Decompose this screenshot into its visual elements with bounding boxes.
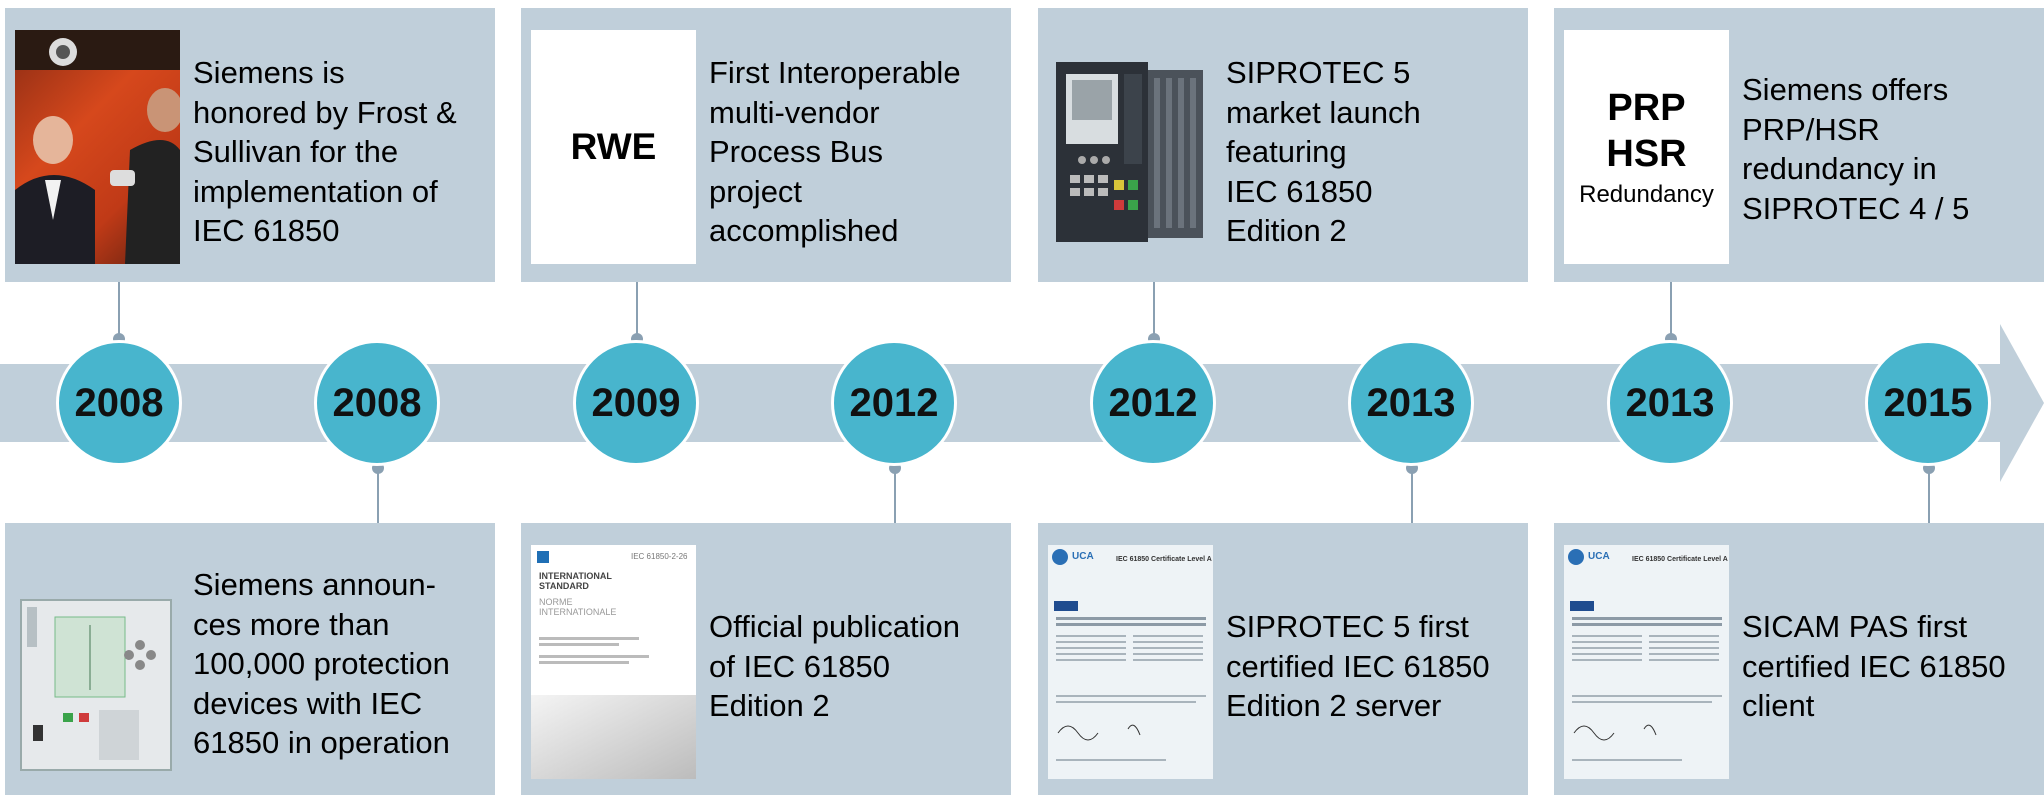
svg-text:INTERNATIONAL: INTERNATIONAL bbox=[539, 571, 612, 581]
connector-line bbox=[1928, 466, 1930, 523]
svg-text:INTERNATIONALE: INTERNATIONALE bbox=[539, 607, 616, 617]
connector-line bbox=[118, 282, 120, 340]
connector-line bbox=[377, 466, 379, 523]
connector-line bbox=[1670, 282, 1672, 340]
svg-text:IEC 61850 Certificate Level A: IEC 61850 Certificate Level A bbox=[1116, 556, 1212, 563]
iec-standard-document-image: IEC 61850-2-26 INTERNATIONAL STANDARD NO… bbox=[531, 545, 696, 779]
siprotec-4-device-image bbox=[15, 545, 180, 779]
uca-certificate-image: UCA IEC 61850 Certificate Level A bbox=[1564, 545, 1729, 779]
year-circle: 2012 bbox=[831, 340, 957, 466]
year-circle: 2008 bbox=[56, 340, 182, 466]
year-circle: 2012 bbox=[1090, 340, 1216, 466]
svg-text:IEC 61850-2-26: IEC 61850-2-26 bbox=[631, 552, 688, 561]
rwe-logo: RWE bbox=[531, 30, 696, 264]
year-circle: 2009 bbox=[573, 340, 699, 466]
svg-text:UCA: UCA bbox=[1588, 551, 1610, 562]
timeline-arrowhead bbox=[2000, 324, 2044, 482]
year-circle: 2008 bbox=[314, 340, 440, 466]
svg-text:UCA: UCA bbox=[1072, 551, 1094, 562]
year-circle: 2013 bbox=[1348, 340, 1474, 466]
connector-line bbox=[1153, 282, 1155, 340]
year-circle: 2015 bbox=[1865, 340, 1991, 466]
award-ceremony-photo bbox=[15, 30, 180, 264]
svg-text:NORME: NORME bbox=[539, 597, 573, 607]
svg-text:IEC 61850 Certificate Level A: IEC 61850 Certificate Level A bbox=[1632, 556, 1728, 563]
svg-text:STANDARD: STANDARD bbox=[539, 581, 589, 591]
milestone-card-2012-iec-publication: IEC 61850-2-26 INTERNATIONAL STANDARD NO… bbox=[521, 523, 1011, 795]
siprotec-5-device-image bbox=[1048, 30, 1213, 264]
connector-line bbox=[636, 282, 638, 340]
milestone-card-2013-siprotec5-certified: UCA IEC 61850 Certificate Level A SIPROT… bbox=[1038, 523, 1528, 795]
milestone-card-2015-sicam-pas-certified: UCA IEC 61850 Certificate Level A SICAM … bbox=[1554, 523, 2044, 795]
connector-line bbox=[894, 466, 896, 523]
year-circle: 2013 bbox=[1607, 340, 1733, 466]
uca-certificate-image: UCA IEC 61850 Certificate Level A bbox=[1048, 545, 1213, 779]
connector-line bbox=[1411, 466, 1413, 523]
prp-hsr-redundancy-label: PRP HSR Redundancy bbox=[1564, 30, 1729, 264]
